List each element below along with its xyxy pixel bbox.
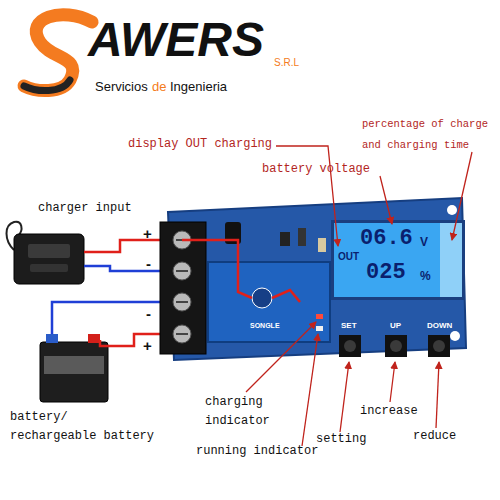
charging-led bbox=[316, 314, 323, 319]
charger-detail bbox=[30, 264, 68, 272]
polarity-sign: + bbox=[143, 338, 152, 353]
callout-label: battery/ rechargeable battery bbox=[10, 408, 158, 446]
relay-marking: SONGLE bbox=[250, 322, 280, 329]
logo-tagline: Ingenieria bbox=[170, 80, 227, 93]
callout-label: display OUT charging bbox=[128, 138, 272, 150]
battery-label bbox=[44, 356, 104, 374]
leader-line bbox=[302, 334, 318, 446]
callout-label: charging indicator bbox=[205, 393, 280, 431]
diode bbox=[298, 228, 306, 246]
callout-label: charger input bbox=[38, 202, 132, 214]
display-text: OUT bbox=[338, 252, 359, 262]
logo-name: AWERS bbox=[88, 16, 264, 64]
button-cap bbox=[433, 340, 445, 352]
terminal-screws bbox=[173, 231, 191, 343]
red-wire bbox=[182, 240, 252, 298]
button bbox=[385, 335, 407, 357]
mounting-hole bbox=[450, 331, 460, 341]
leader-line bbox=[452, 152, 472, 240]
logo-swoosh bbox=[24, 15, 92, 91]
red-wire bbox=[272, 290, 300, 302]
pcb-board bbox=[168, 198, 466, 360]
running-led bbox=[316, 326, 323, 331]
button bbox=[428, 335, 450, 357]
logo-suffix: S.R.L bbox=[274, 58, 299, 68]
transistor bbox=[280, 232, 290, 246]
display-unit: V bbox=[420, 236, 428, 248]
leader-line bbox=[390, 362, 395, 402]
screw-slot bbox=[176, 240, 188, 334]
terminal-block bbox=[160, 222, 206, 354]
logo-swoosh-accent bbox=[24, 80, 70, 91]
polarity-sign: - bbox=[146, 256, 151, 271]
relay bbox=[208, 262, 330, 342]
mounting-hole bbox=[447, 205, 457, 215]
polarity-sign: - bbox=[146, 306, 151, 321]
button bbox=[339, 335, 361, 357]
lcd-bezel bbox=[331, 220, 465, 300]
logo-tagline: de bbox=[152, 80, 166, 93]
button-cap bbox=[390, 340, 402, 352]
lcd-screen bbox=[334, 223, 440, 297]
button-cap bbox=[344, 340, 356, 352]
charger-body bbox=[14, 234, 84, 284]
leader-line bbox=[380, 176, 392, 224]
charger-detail bbox=[28, 244, 70, 258]
battery-body bbox=[40, 342, 108, 402]
leader-line bbox=[340, 362, 349, 432]
leader-lines bbox=[246, 146, 472, 446]
display-reading: 025 bbox=[366, 262, 406, 284]
battery-terminal bbox=[46, 334, 58, 343]
callout-label: increase bbox=[360, 405, 418, 417]
relay-mark bbox=[252, 288, 272, 308]
leader-line bbox=[436, 362, 439, 428]
callout-label: reduce bbox=[413, 430, 456, 442]
logo-tagline: Servicios bbox=[95, 80, 148, 93]
leader-line bbox=[276, 146, 338, 246]
button-label: DOWN bbox=[427, 322, 452, 330]
callout-label: battery voltage bbox=[262, 163, 370, 175]
battery-terminal bbox=[88, 334, 100, 343]
display-unit: % bbox=[420, 270, 431, 282]
lcd-side bbox=[440, 223, 462, 297]
button-label: SET bbox=[341, 322, 357, 330]
polarity-sign: + bbox=[143, 226, 152, 241]
callout-label: setting bbox=[316, 433, 366, 445]
callout-label: percentage of charge and charging time bbox=[362, 114, 494, 156]
callout-label: running indicator bbox=[196, 445, 318, 457]
resistor bbox=[318, 238, 326, 252]
leader-line bbox=[246, 322, 316, 392]
display-reading: 06.6 bbox=[360, 228, 413, 250]
button-label: UP bbox=[390, 322, 401, 330]
